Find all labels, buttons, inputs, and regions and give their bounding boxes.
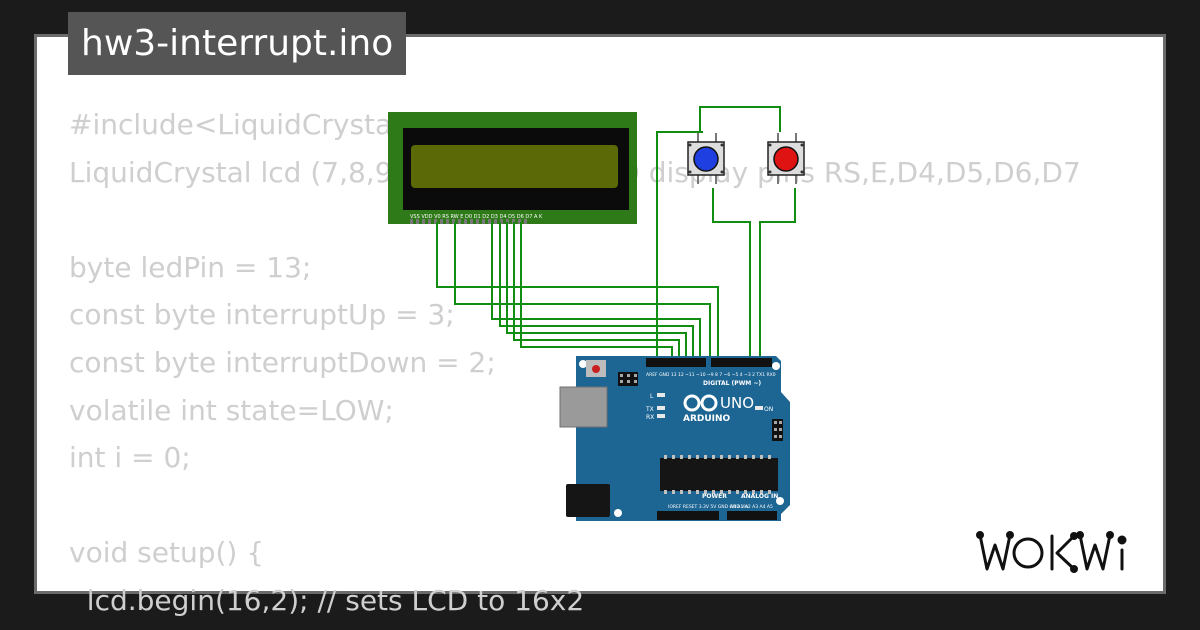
wire	[436, 222, 719, 360]
code-line: lcd.begin(16,2); // sets LCD to 16x2	[69, 583, 585, 617]
wire	[759, 188, 796, 360]
wire	[520, 222, 673, 360]
on-led-label: ON	[764, 406, 773, 413]
analog-header[interactable]	[727, 511, 777, 520]
rx-led	[657, 414, 665, 418]
wire	[491, 222, 701, 360]
push-button-blue[interactable]	[687, 133, 725, 184]
wire	[499, 222, 694, 360]
atmega-chip	[660, 458, 778, 491]
mounting-hole	[579, 360, 587, 368]
usb-port	[559, 386, 608, 428]
on-led	[755, 406, 763, 410]
code-line: void setup() {	[69, 536, 265, 570]
lcd-pins	[410, 219, 527, 224]
lcd-pin-labels: VSS VDD V0 RS RW E D0 D1 D2 D3 D4 D5 D6 …	[410, 214, 543, 220]
wires	[436, 106, 796, 360]
wire	[513, 222, 680, 360]
l-led	[657, 393, 665, 397]
uno-model-text: UNO	[720, 394, 754, 412]
l-led-label: L	[650, 393, 654, 400]
lcd-display[interactable]: VSS VDD V0 RS RW E D0 D1 D2 D3 D4 D5 D6 …	[388, 112, 637, 224]
wire	[454, 222, 711, 360]
wire	[506, 222, 687, 360]
mounting-hole	[776, 497, 784, 505]
arduino-infinity-icon	[683, 394, 718, 412]
code-line: const byte interruptDown = 2;	[69, 345, 496, 379]
button-cap	[773, 146, 799, 172]
power-label: POWER	[702, 493, 727, 500]
mounting-hole	[614, 509, 622, 517]
push-button-red[interactable]	[767, 133, 805, 184]
button-cap	[693, 146, 719, 172]
analog-label: ANALOG IN	[741, 493, 778, 500]
digital-label: DIGITAL (PWM ~)	[703, 380, 761, 387]
icsp-pins	[620, 374, 782, 438]
power-jack	[566, 484, 610, 517]
lcd-screen	[411, 145, 618, 188]
wire	[712, 188, 751, 360]
code-line: const byte interruptUp = 3;	[69, 298, 455, 332]
wire	[699, 106, 781, 132]
file-title: hw3-interrupt.ino	[68, 12, 407, 75]
arduino-uno-board[interactable]: AREF GND 13 12 ~11 ~10 ~9 8 7 ~6 ~5 4 ~3…	[559, 356, 790, 521]
arduino-logo-text: ARDUINO	[683, 414, 731, 424]
code-line: byte ledPin = 13;	[69, 250, 312, 284]
code-line: int i = 0;	[69, 441, 191, 475]
digital-header-right[interactable]	[711, 358, 772, 367]
code-line: volatile int state=LOW;	[69, 393, 394, 427]
wire	[656, 131, 703, 360]
digital-pin-labels: AREF GND 13 12 ~11 ~10 ~9 8 7 ~6 ~5 4 ~3…	[646, 372, 776, 378]
reset-button-cap	[592, 365, 600, 373]
analog-pin-labels: A0 A1 A2 A3 A4 A5	[730, 504, 773, 510]
tx-led	[657, 406, 665, 410]
rx-led-label: RX	[646, 414, 654, 421]
digital-header-left[interactable]	[646, 358, 706, 367]
power-pin-labels: IOREF RESET 3.3V 5V GND GND Vin	[668, 504, 748, 510]
tx-led-label: TX	[645, 406, 654, 413]
power-header[interactable]	[657, 511, 719, 520]
wokwi-logo	[976, 531, 1127, 573]
code-line: #include<LiquidCrystal.h>	[69, 108, 451, 141]
chip-pins	[664, 455, 771, 494]
mounting-hole	[772, 362, 780, 370]
